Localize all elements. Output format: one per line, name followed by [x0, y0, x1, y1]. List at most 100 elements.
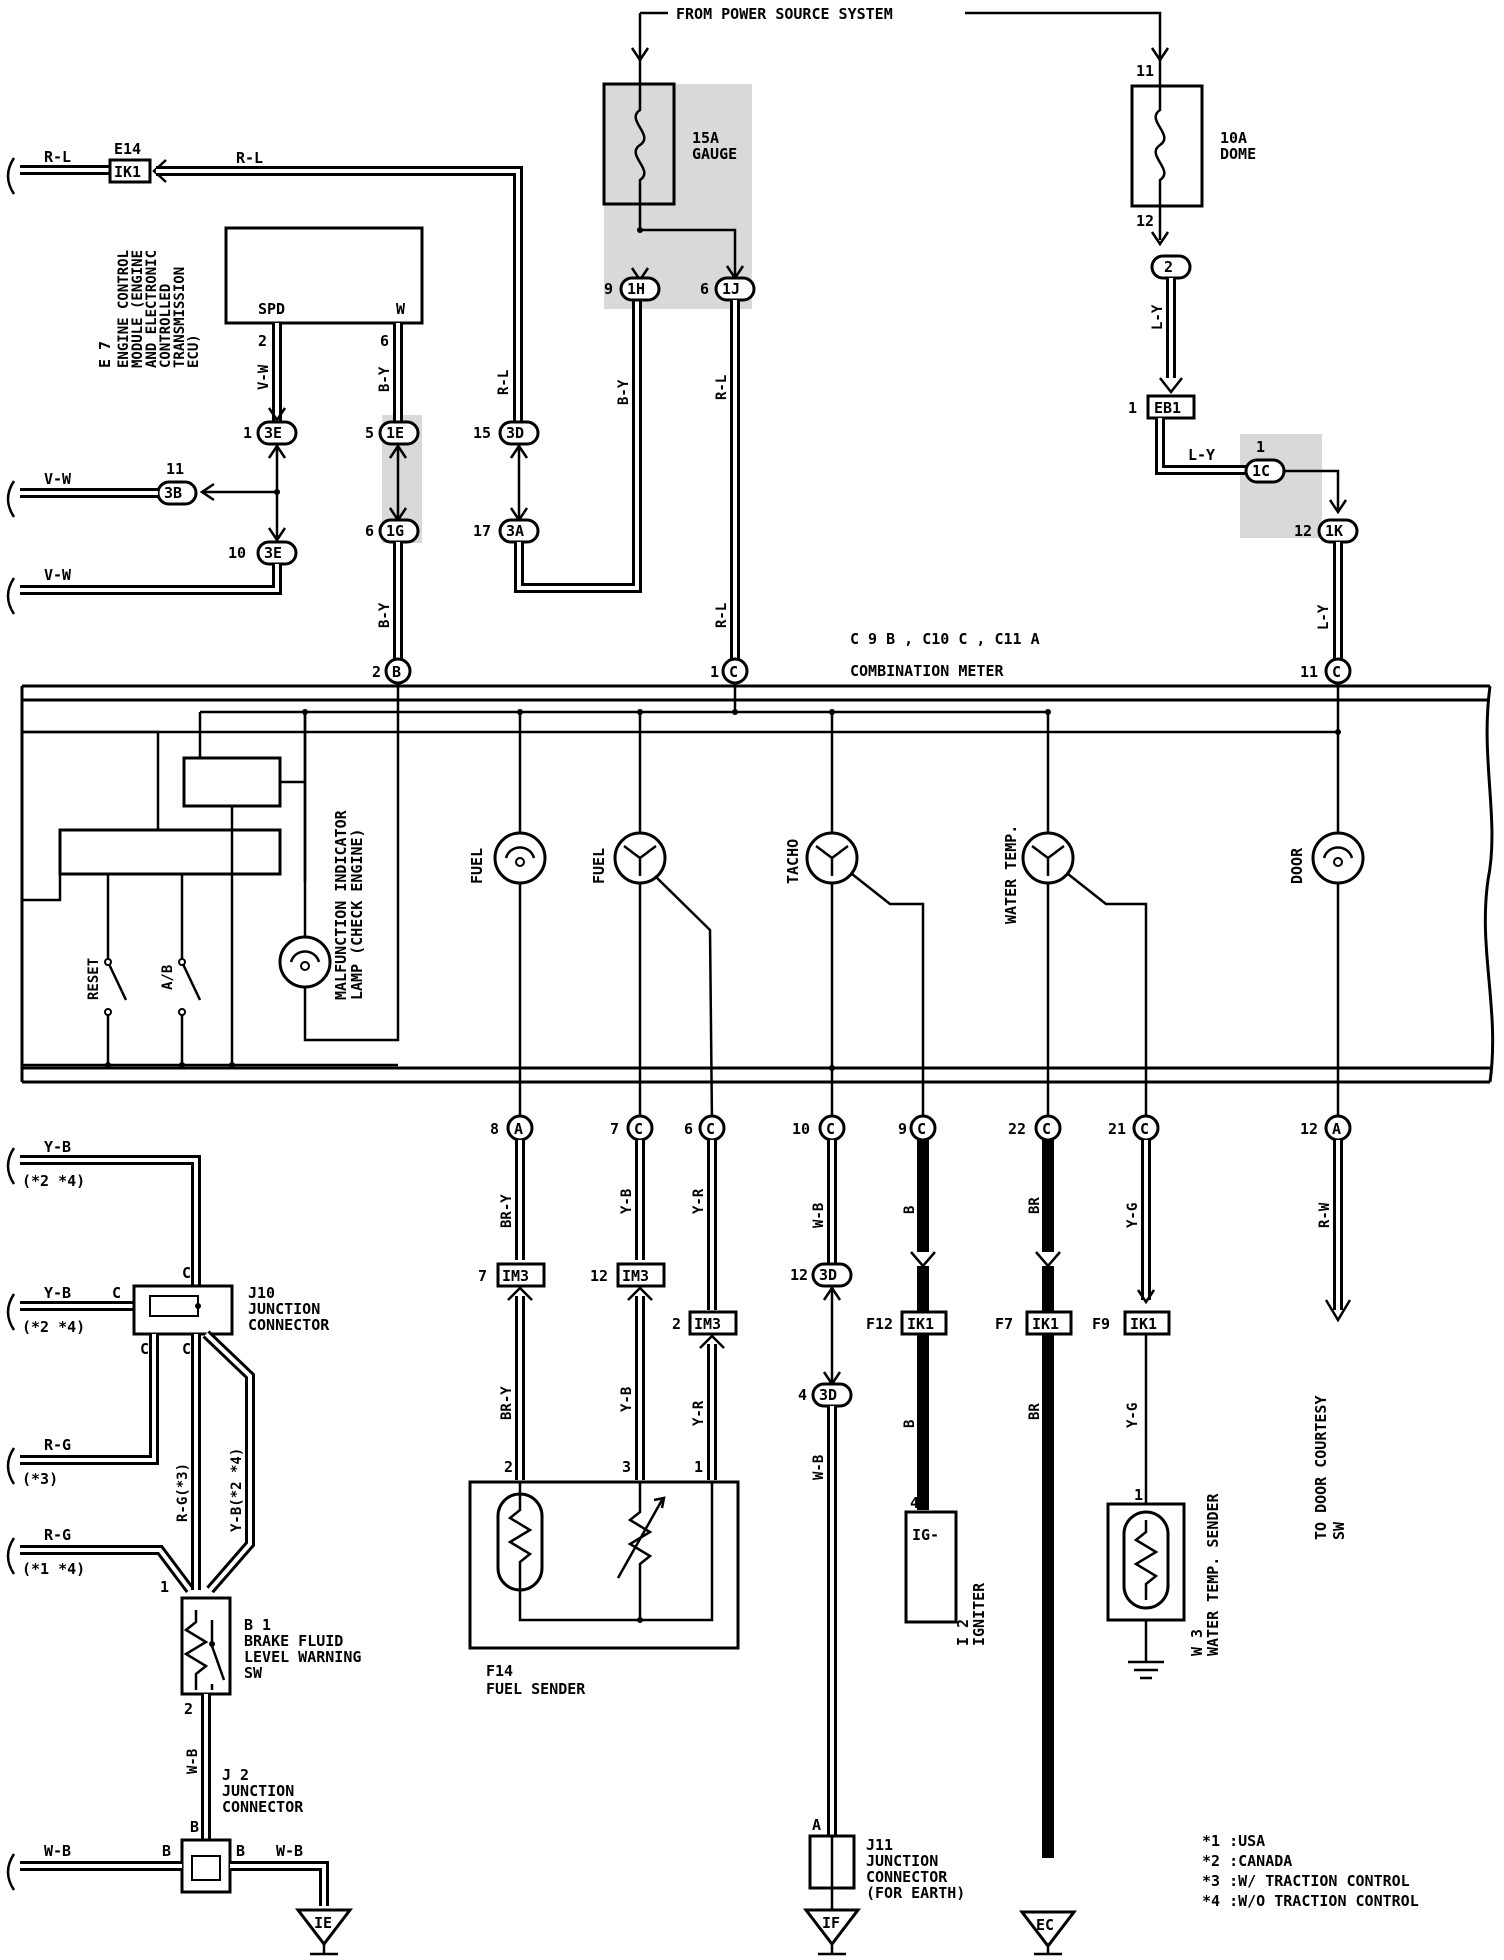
- svg-text:1: 1: [1134, 1486, 1143, 1504]
- meter-bottom-pin-22c: C 22: [1008, 1114, 1062, 1142]
- meter-codes: C 9 B , C10 C , C11 A: [850, 630, 1040, 648]
- meter-bottom-pin-8a: A 8: [490, 1114, 534, 1142]
- svg-text:2: 2: [372, 663, 381, 681]
- svg-text:1: 1: [243, 424, 252, 442]
- svg-text:3D: 3D: [819, 1266, 837, 1284]
- svg-text:J10: J10: [248, 1284, 275, 1302]
- svg-text:6: 6: [365, 522, 374, 540]
- wire-label-rl-e14: R-L: [44, 148, 71, 166]
- svg-text:2: 2: [1164, 258, 1173, 276]
- svg-text:CONNECTOR: CONNECTOR: [248, 1316, 330, 1334]
- wire-label-br-y: BR-Y: [499, 1194, 515, 1228]
- svg-text:8: 8: [490, 1120, 499, 1138]
- svg-text:(FOR EARTH): (FOR EARTH): [866, 1884, 965, 1902]
- svg-text:5: 5: [365, 424, 374, 442]
- note-3: *3 :W/ TRACTION CONTROL: [1202, 1872, 1410, 1890]
- ground-ie: IE: [294, 1908, 354, 1956]
- wire-label-br-y-2: BR-Y: [499, 1386, 515, 1420]
- svg-text:E 7: E 7: [96, 341, 114, 368]
- wire-label-br-2: BR: [1027, 1403, 1043, 1420]
- svg-text:10: 10: [792, 1120, 810, 1138]
- svg-text:JUNCTION: JUNCTION: [222, 1782, 294, 1800]
- meter-bottom-pin-21c: C 21: [1108, 1114, 1160, 1142]
- wire-label-y-r-2: Y-R: [691, 1400, 707, 1426]
- wire-label-wb-right: W-B: [276, 1842, 303, 1860]
- svg-text:J 2: J 2: [222, 1766, 249, 1784]
- svg-text:CONNECTOR: CONNECTOR: [222, 1798, 304, 1816]
- wire-label-yb3: Y-B(*2 *4): [229, 1448, 245, 1532]
- meter-block-lower: [58, 828, 282, 876]
- door-lamp: DOOR: [1288, 684, 1365, 1124]
- dome-fuse-name: DOME: [1220, 145, 1256, 163]
- igniter: IG- 4 I 2 IGNITER: [904, 1494, 988, 1646]
- svg-text:F9: F9: [1092, 1315, 1110, 1333]
- mil-label-1: MALFUNCTION INDICATOR: [332, 809, 350, 1000]
- svg-text:E14: E14: [114, 140, 141, 158]
- meter-bottom-pin-12a: A 12: [1300, 1114, 1352, 1142]
- wire-label-rl-1j: R-L: [714, 375, 730, 400]
- wire-label-w-b: W-B: [811, 1203, 827, 1228]
- j10-connector: J10 JUNCTION CONNECTOR C C: [132, 1284, 330, 1358]
- wire-label-vw-3b: V-W: [44, 470, 72, 488]
- connector-ik1-f12: IK1 F12: [866, 1310, 948, 1336]
- wire-label-rg3: R-G(*3): [175, 1463, 191, 1522]
- dome-fuse-rating: 10A: [1220, 129, 1247, 147]
- dome-fuse: 10A DOME 11 12: [1130, 60, 1256, 240]
- svg-text:IGNITER: IGNITER: [970, 1582, 988, 1646]
- svg-text:22: 22: [1008, 1120, 1026, 1138]
- gauge-fuse: 15A GAUGE: [602, 60, 737, 230]
- door-sw-label-1: TO DOOR COURTESY: [1312, 1396, 1330, 1541]
- connector-3a: 3A 17: [473, 518, 540, 544]
- connector-im3-2: IM3 2: [672, 1310, 738, 1336]
- svg-text:1J: 1J: [722, 280, 740, 298]
- svg-text:3D: 3D: [819, 1386, 837, 1404]
- svg-text:1K: 1K: [1325, 522, 1343, 540]
- svg-text:JUNCTION: JUNCTION: [866, 1852, 938, 1870]
- meter-bottom-pin-7c: C 7: [610, 1114, 654, 1142]
- svg-text:2: 2: [184, 1700, 193, 1718]
- svg-text:SW: SW: [244, 1664, 263, 1682]
- connector-3d-15: 3D 15: [473, 420, 540, 446]
- connector-3d-12: 3D 12: [790, 1262, 853, 1288]
- svg-text:11: 11: [1300, 663, 1318, 681]
- wire-label-r-w: R-W: [1317, 1202, 1333, 1228]
- note-2: *2 :CANADA: [1202, 1852, 1292, 1870]
- svg-text:1E: 1E: [386, 424, 404, 442]
- shaded-area-1c-1k: [1240, 434, 1322, 538]
- svg-text:10: 10: [228, 544, 246, 562]
- svg-text:12: 12: [1300, 1120, 1318, 1138]
- meter-bottom-pin-9c: C 9: [898, 1114, 937, 1142]
- wire-label-ly-dome: L-Y: [1150, 304, 1166, 330]
- svg-text:C: C: [917, 1120, 926, 1138]
- svg-text:2: 2: [258, 332, 267, 350]
- svg-text:IM3: IM3: [622, 1267, 649, 1285]
- wire-label-vw-3e: V-W: [44, 566, 72, 584]
- svg-text:2: 2: [504, 1458, 513, 1476]
- svg-text:12: 12: [1294, 522, 1312, 540]
- connector-1c: 1C 1: [1244, 438, 1286, 484]
- dome-pin-out: 12: [1136, 212, 1154, 230]
- wire-label-y-r: Y-R: [691, 1188, 707, 1214]
- svg-text:IK1: IK1: [114, 163, 141, 181]
- door-sw-label-2: SW: [1330, 1521, 1348, 1540]
- svg-text:EB1: EB1: [1154, 399, 1181, 417]
- connector-2: 2: [1150, 254, 1192, 280]
- wire-label-y-b: Y-B: [619, 1189, 635, 1214]
- svg-text:3: 3: [622, 1458, 631, 1476]
- connector-3e-10: 3E 10: [228, 540, 298, 566]
- svg-text:IE: IE: [314, 1914, 332, 1932]
- svg-text:C: C: [729, 663, 738, 681]
- svg-text:EC: EC: [1036, 1916, 1054, 1934]
- wire-label-ly-eb1: L-Y: [1188, 446, 1215, 464]
- wire-label-y-b-2: Y-B: [619, 1387, 635, 1412]
- svg-text:6: 6: [700, 280, 709, 298]
- svg-text:4: 4: [798, 1386, 807, 1404]
- ecm-pin-spd: SPD: [258, 300, 285, 318]
- svg-text:7: 7: [478, 1267, 487, 1285]
- svg-text:9: 9: [604, 280, 613, 298]
- svg-text:1G: 1G: [386, 522, 404, 540]
- svg-text:W 3: W 3: [1188, 1629, 1206, 1656]
- connector-eb1: EB1 1: [1128, 394, 1196, 420]
- brake-fluid-switch: 1 2 B 1 BRAKE FLUID LEVEL WARNING SW: [160, 1578, 361, 1718]
- svg-text:FUEL: FUEL: [468, 848, 486, 884]
